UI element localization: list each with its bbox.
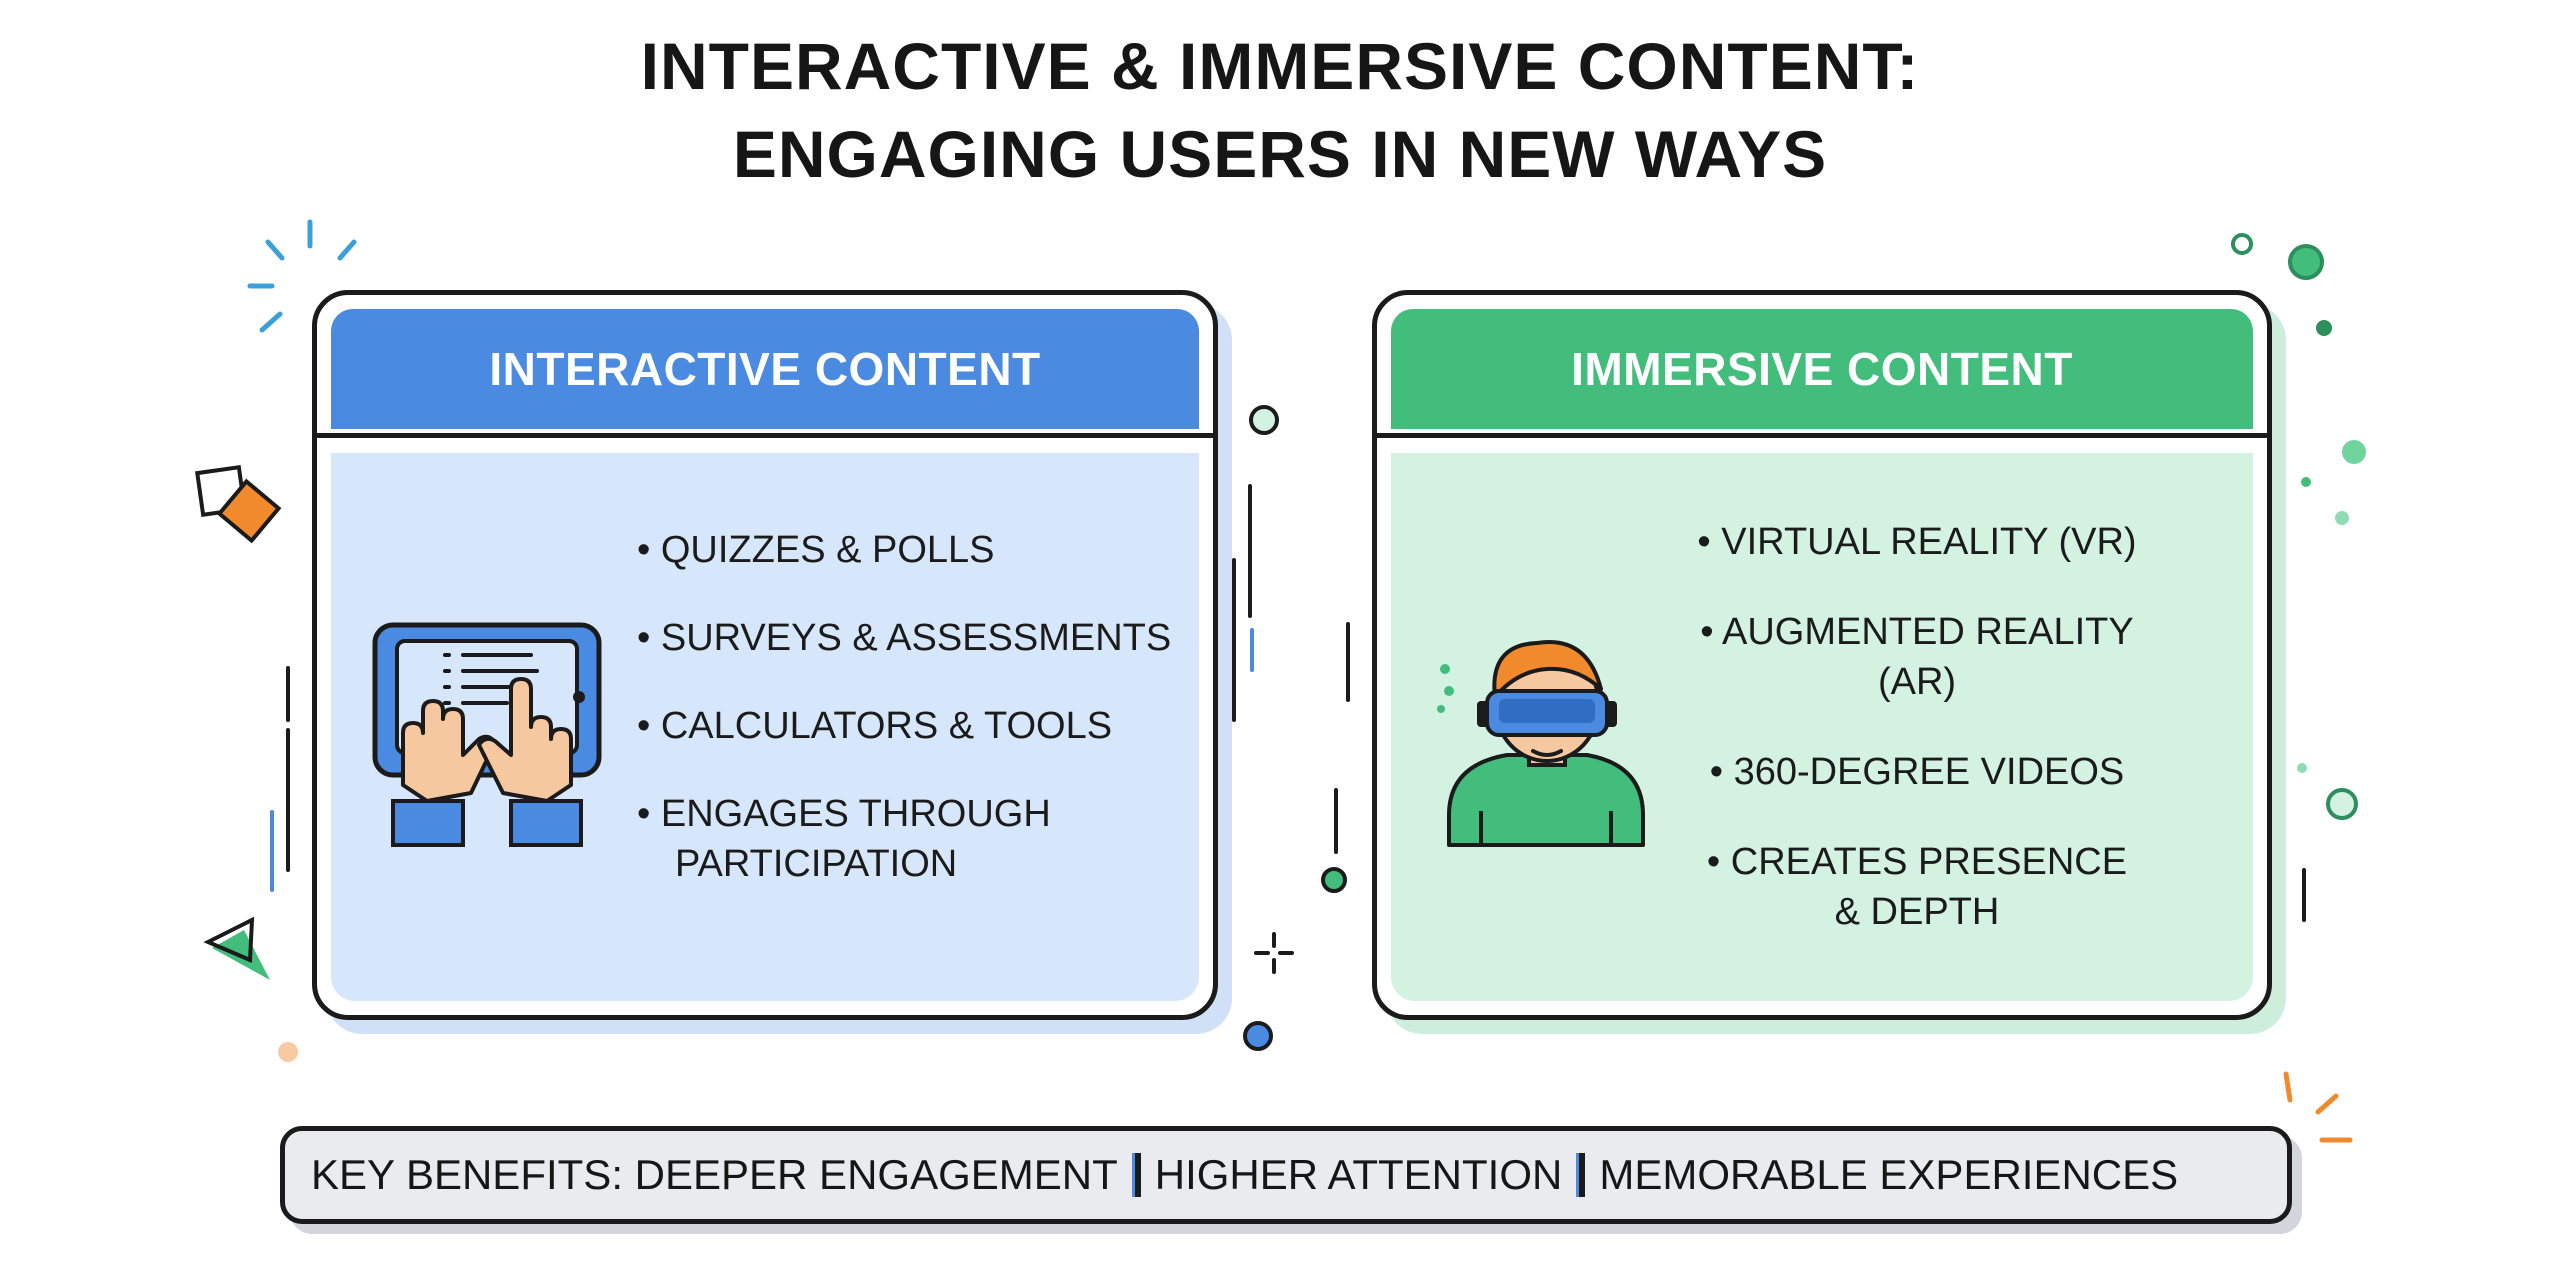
interactive-content-card: INTERACTIVE CONTENT • QUIZZES & POLLS • … [312, 290, 1218, 1020]
banner-label: KEY BENEFITS: [311, 1151, 623, 1198]
list-item: • QUIZZES & POLLS [637, 529, 995, 571]
ring-icon [1321, 867, 1347, 893]
list-item: • CREATES PRESENCE & DEPTH [1706, 841, 2128, 933]
list-item: • SURVEYS & ASSESSMENTS [637, 617, 1172, 659]
sparkle-burst-icon [247, 219, 357, 333]
header-divider [1377, 433, 2267, 438]
ring-icon [1249, 405, 1279, 435]
interactive-heading: INTERACTIVE CONTENT [489, 343, 1041, 395]
immersive-list: • VIRTUAL REALITY (VR) • AUGMENTED REALI… [1667, 517, 2167, 977]
list-item: • ENGAGES THROUGH PARTICIPATION [637, 793, 1051, 885]
interactive-header: INTERACTIVE CONTENT [331, 309, 1199, 429]
key-benefits-banner: KEY BENEFITS: DEEPER ENGAGEMENT HIGHER AT… [280, 1126, 2292, 1224]
list-item: • AUGMENTED REALITY (AR) [1700, 611, 2134, 703]
dot-icon [2342, 440, 2366, 464]
ring-icon [2288, 244, 2324, 280]
list-item: • CALCULATORS & TOOLS [637, 705, 1113, 747]
dot-icon [278, 1042, 298, 1062]
sparkle-burst-icon [2283, 1071, 2353, 1143]
separator [1131, 1153, 1141, 1197]
squares-icon [195, 465, 282, 544]
vr-headset-person-icon [1437, 640, 1645, 847]
separator [1576, 1153, 1586, 1197]
immersive-heading: IMMERSIVE CONTENT [1571, 343, 2073, 395]
ring-icon [2231, 233, 2253, 255]
dot-icon [2335, 511, 2349, 525]
list-item: • 360-DEGREE VIDEOS [1709, 751, 2125, 793]
benefit-item: MEMORABLE EXPERIENCES [1599, 1151, 2179, 1198]
dot-icon [2297, 763, 2307, 773]
page-title: INTERACTIVE & IMMERSIVE CONTENT: ENGAGIN… [0, 22, 2560, 198]
ring-icon [2316, 320, 2332, 336]
list-item: • VIRTUAL REALITY (VR) [1697, 521, 2137, 563]
crosshair-icon [1254, 932, 1294, 974]
ring-icon [1243, 1021, 1273, 1051]
benefit-item: HIGHER ATTENTION [1154, 1151, 1563, 1198]
triangle-icon [203, 916, 270, 980]
immersive-header: IMMERSIVE CONTENT [1391, 309, 2253, 429]
title-line-2: ENGAGING USERS IN NEW WAYS [732, 117, 1828, 191]
tablet-hands-icon [372, 622, 602, 847]
immersive-content-card: IMMERSIVE CONTENT • VIRTUAL REALITY (VR)… [1372, 290, 2272, 1020]
title-line-1: INTERACTIVE & IMMERSIVE CONTENT: [640, 29, 1920, 103]
dot-icon [2301, 477, 2311, 487]
interactive-list: • QUIZZES & POLLS • SURVEYS & ASSESSMENT… [637, 525, 1217, 927]
header-divider [317, 433, 1213, 438]
benefit-item: DEEPER ENGAGEMENT [634, 1151, 1118, 1198]
ring-icon [2326, 788, 2358, 820]
